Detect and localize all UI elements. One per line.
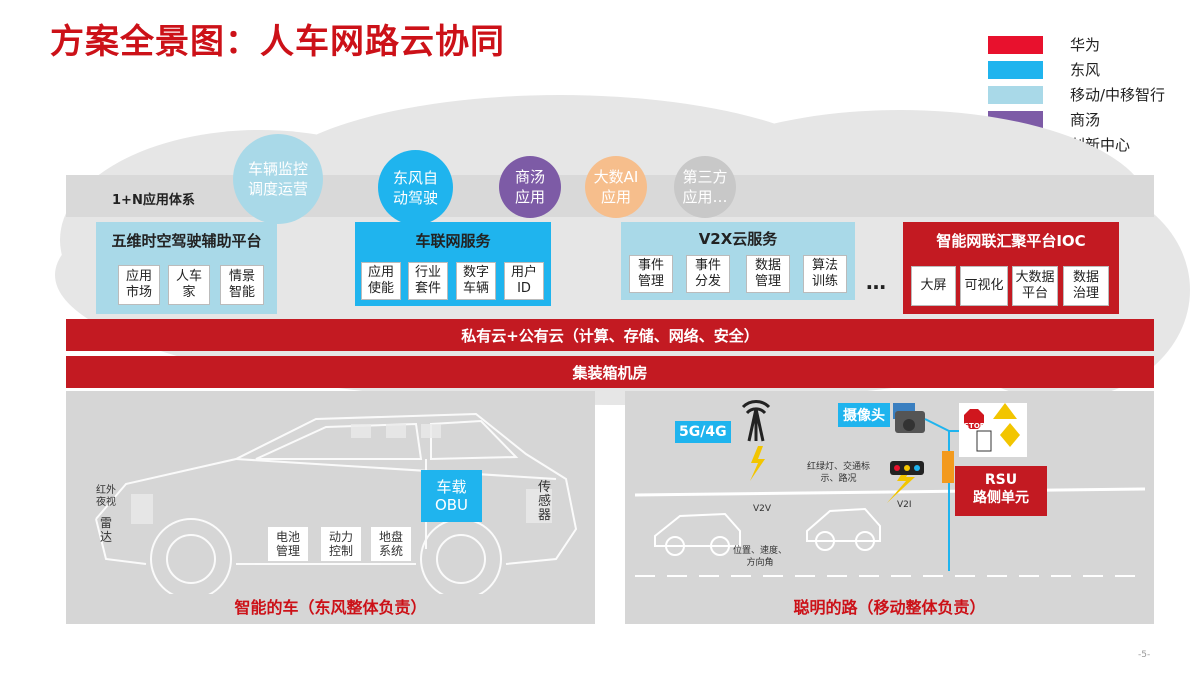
v2v-label: V2V [753,504,772,514]
cloud-infrastructure-band: 私有云+公有云（计算、存储、网络、安全） [66,319,1154,351]
v2i-label: V2I [897,500,912,510]
network-badge: 5G/4G [675,421,731,443]
page-title: 方案全景图：人车网路云协同 [50,22,505,62]
bubble-big-data-ai: 大数AI 应用 [585,156,647,218]
platform-chip: 情景 智能 [220,265,264,305]
platform-chip: 数据 治理 [1063,266,1109,306]
bubble-third-party: 第三方 应用… [674,156,736,218]
legend-label: 华为 [1070,36,1101,54]
bubble-vehicle-monitoring: 车辆监控 调度运营 [233,134,323,224]
platform-chip: 人车 家 [168,265,210,305]
position-note: 位置、速度、 方向角 [733,546,788,568]
more-ellipsis: … [866,270,886,294]
platform-ioc: 智能网联汇聚平台IOC 大屏 可视化 大数据 平台 数据 治理 [903,222,1119,314]
stop-sign-text: STOP [964,422,985,430]
platform-v2x-cloud: V2X云服务 事件 管理 事件 分发 数据 管理 算法 训练 [621,222,855,300]
traffic-light-note: 红绿灯、交通标 示、路况 [807,462,871,484]
platform-chip: 数字 车辆 [456,262,496,300]
camera-label: 摄像头 [838,403,890,427]
label-infrared: 红外 夜视 [96,485,116,508]
smart-road-caption: 聪明的路（移动整体负责） [793,598,986,617]
container-room-band: 集装箱机房 [66,356,1154,388]
legend-label: 东风 [1070,61,1101,79]
road-illustration [634,400,1146,577]
car-chip-chassis: 地盘 系统 [371,527,411,561]
platform-chip: 用户 ID [504,262,544,300]
smart-car-caption: 智能的车（东风整体负责） [234,598,427,617]
platform-chip: 数据 管理 [746,255,790,293]
bubble-sensetime-app: 商汤 应用 [499,156,561,218]
label-sensor: 传 感 器 [538,480,552,523]
platform-chip: 大屏 [911,266,956,306]
smart-car-panel: 车载 OBU 电池 管理 动力 控制 地盘 系统 红外 夜视 雷 达 传 感 器… [66,391,595,624]
label-radar: 雷 达 [100,516,113,544]
platform-chip: 算法 训练 [803,255,847,293]
obu-unit: 车载 OBU [421,470,482,522]
platform-chip: 事件 分发 [686,255,730,293]
platform-chip: 大数据 平台 [1012,266,1058,306]
application-layer-label: 1+N应用体系 [112,193,195,208]
legend-swatch [988,86,1043,104]
legend-item-huawei: 华为 [988,34,1188,56]
platform-title: 五维时空驾驶辅助平台 [111,232,262,250]
platform-chip: 应用 市场 [118,265,160,305]
platform-chip: 应用 使能 [361,262,401,300]
platform-chip: 行业 套件 [408,262,448,300]
platform-title: 车联网服务 [415,232,491,250]
page-number: -5- [1138,650,1151,660]
legend-label: 移动/中移智行 [1070,86,1166,104]
platform-title: V2X云服务 [698,230,778,248]
platform-chip: 可视化 [960,266,1008,306]
bubble-autonomous-driving: 东风自 动驾驶 [378,150,453,225]
platform-driving-assist: 五维时空驾驶辅助平台 应用 市场 人车 家 情景 智能 [96,222,277,314]
platform-title: 智能网联汇聚平台IOC [936,232,1086,250]
platform-chip: 事件 管理 [629,255,673,293]
car-chip-battery: 电池 管理 [268,527,308,561]
car-illustration [95,412,578,594]
legend-label: 商汤 [1070,111,1101,129]
rsu-unit: RSU 路侧单元 [955,466,1047,516]
legend-item-mobile: 移动/中移智行 [988,84,1188,106]
legend-swatch [988,61,1043,79]
smart-road-panel: STOP 5G/4G 摄像头 RSU 路侧单元 红绿灯、交通标 示、路况 V2V… [625,391,1154,624]
legend-swatch [988,36,1043,54]
platform-telematics-service: 车联网服务 应用 使能 行业 套件 数字 车辆 用户 ID [355,222,551,306]
legend-item-dongfeng: 东风 [988,59,1188,81]
car-chip-power: 动力 控制 [321,527,361,561]
